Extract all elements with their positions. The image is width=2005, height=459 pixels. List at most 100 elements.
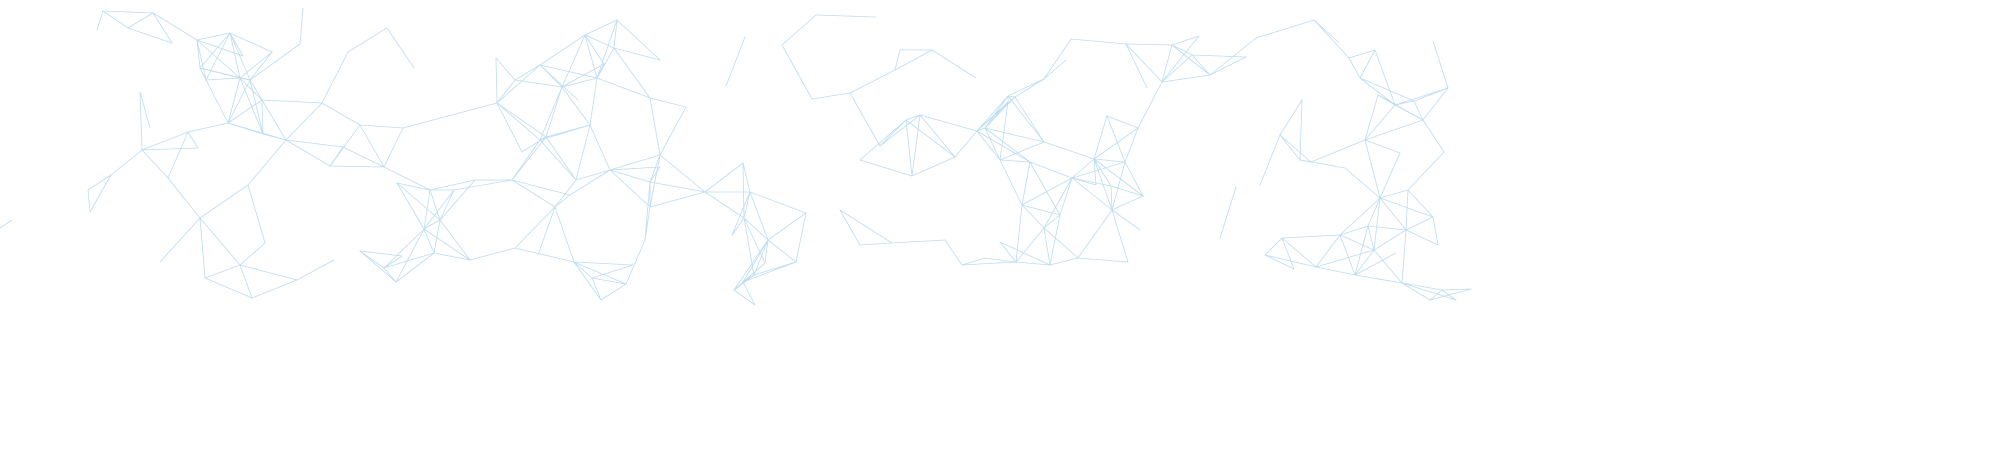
mesh-edge xyxy=(984,96,1016,129)
mesh-edge xyxy=(1014,96,1045,143)
mesh-edge xyxy=(1021,204,1045,229)
mesh-edge xyxy=(1111,209,1129,263)
mesh-edge xyxy=(575,169,611,181)
mesh-edge xyxy=(1043,177,1073,229)
mesh-edge xyxy=(1354,225,1369,276)
mesh-edge xyxy=(1377,94,1424,121)
mesh-edge xyxy=(1394,100,1415,106)
mesh-edge xyxy=(1359,77,1415,102)
mesh-edge xyxy=(749,191,807,214)
mesh-edge xyxy=(573,261,634,266)
mesh-edge xyxy=(199,217,206,279)
mesh-edge xyxy=(1191,54,1211,76)
mesh-edge xyxy=(999,159,1031,163)
mesh-edge xyxy=(609,166,661,171)
mesh-edge xyxy=(1110,185,1113,211)
mesh-edge xyxy=(999,241,1051,266)
mesh-edge xyxy=(496,64,541,104)
mesh-edge xyxy=(984,127,1001,161)
mesh-edge xyxy=(1111,209,1141,231)
mesh-edge xyxy=(554,206,575,263)
mesh-edge xyxy=(659,106,687,156)
mesh-edge xyxy=(573,261,593,279)
mesh-edge xyxy=(239,51,273,79)
mesh-edge xyxy=(749,191,769,241)
mesh-edge xyxy=(1015,204,1023,263)
mesh-edge xyxy=(1367,197,1381,227)
mesh-edge xyxy=(383,228,425,269)
mesh-edge xyxy=(919,114,956,158)
mesh-edge xyxy=(383,267,397,283)
mesh-edge xyxy=(596,77,651,99)
mesh-edge xyxy=(1111,161,1126,211)
mesh-edge xyxy=(1125,43,1163,83)
mesh-edge xyxy=(429,179,476,191)
mesh-edge xyxy=(545,136,577,181)
mesh-edge xyxy=(1364,104,1396,141)
mesh-edge xyxy=(1093,115,1108,160)
mesh-edge xyxy=(1364,94,1379,141)
mesh-edge xyxy=(609,169,651,183)
mesh-edge xyxy=(383,252,435,269)
mesh-edge xyxy=(1405,229,1439,246)
mesh-edge xyxy=(742,239,769,283)
mesh-edge xyxy=(451,102,498,116)
mesh-edge xyxy=(196,39,241,79)
mesh-edge xyxy=(102,10,154,14)
mesh-edge xyxy=(644,206,651,241)
mesh-edge xyxy=(649,154,661,208)
mesh-edge xyxy=(767,239,797,263)
mesh-edge xyxy=(496,102,547,138)
mesh-edge xyxy=(439,179,476,221)
mesh-edge xyxy=(1171,44,1211,76)
mesh-edge xyxy=(1093,158,1126,163)
mesh-edge xyxy=(561,77,598,88)
mesh-edge xyxy=(609,169,651,208)
mesh-edge xyxy=(199,217,241,266)
mesh-edge xyxy=(742,281,756,306)
mesh-edge xyxy=(1021,204,1061,216)
mesh-edge xyxy=(152,12,198,41)
mesh-edge xyxy=(1111,195,1144,211)
mesh-edge xyxy=(229,32,241,79)
mesh-edge xyxy=(386,27,415,69)
mesh-edge xyxy=(613,47,661,61)
mesh-edge xyxy=(1313,19,1339,43)
mesh-edge xyxy=(1413,87,1449,102)
mesh-edge xyxy=(644,181,651,241)
mesh-edge xyxy=(1049,214,1061,266)
mesh-edge xyxy=(1161,74,1211,83)
mesh-edge xyxy=(795,212,807,263)
mesh-edge xyxy=(285,139,331,167)
mesh-edge xyxy=(613,19,618,49)
mesh-edge xyxy=(1106,115,1126,163)
mesh-edge xyxy=(342,146,385,168)
mesh-edge xyxy=(199,67,251,81)
mesh-edge xyxy=(931,49,977,79)
mesh-edge xyxy=(905,119,913,177)
mesh-edge xyxy=(659,154,706,193)
mesh-edge xyxy=(961,261,1017,266)
mesh-edge xyxy=(625,239,646,285)
mesh-edge xyxy=(1043,214,1061,229)
mesh-edge xyxy=(1209,56,1247,76)
mesh-edge xyxy=(227,122,264,135)
mesh-edge xyxy=(905,119,956,158)
mesh-edge xyxy=(496,102,541,141)
mesh-edge xyxy=(285,102,323,141)
mesh-edge xyxy=(1209,37,1257,76)
mesh-edge xyxy=(423,189,431,230)
mesh-edge xyxy=(1059,177,1073,216)
mesh-edge xyxy=(879,119,907,147)
mesh-edge xyxy=(849,92,881,147)
mesh-edge xyxy=(1422,119,1445,153)
mesh-edge xyxy=(1339,234,1356,276)
mesh-edge xyxy=(239,264,253,299)
mesh-edge xyxy=(249,43,301,81)
mesh-edge xyxy=(321,51,349,104)
mesh-edge xyxy=(227,79,251,124)
mesh-edge xyxy=(514,64,541,81)
mesh-edge xyxy=(733,262,766,291)
mesh-edge xyxy=(521,136,547,153)
mesh-edge xyxy=(239,77,263,101)
